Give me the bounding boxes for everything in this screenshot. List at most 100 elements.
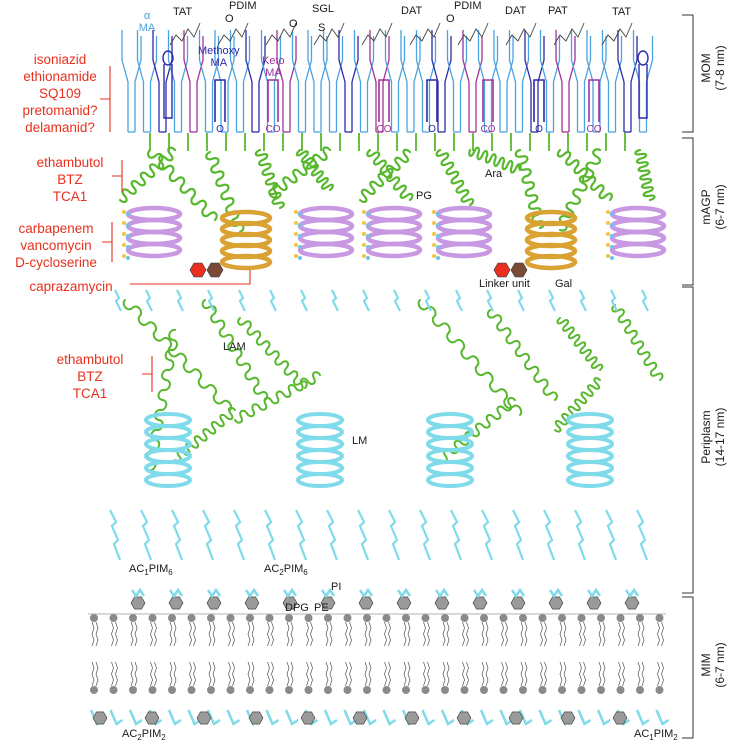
mycolate-mark: O	[428, 124, 436, 135]
ac2pim2-label: AC2PIM2	[122, 728, 166, 742]
mycolate-chain-b	[149, 36, 158, 132]
lipid-tail-lower	[130, 661, 138, 687]
mycolate-chain-b	[273, 36, 282, 132]
highlighted-mycolate	[426, 79, 438, 122]
pi-label: PI	[331, 581, 342, 593]
lam-arabinan-branch	[234, 371, 321, 424]
pi-hexagon	[472, 596, 488, 610]
galactan-coil	[219, 253, 273, 271]
alpha-ma-label: α MA	[136, 10, 158, 34]
lipid-head-upper	[519, 614, 527, 622]
peptide-dot	[436, 223, 440, 227]
mycolate-chain-b	[242, 36, 251, 132]
ac2pim6-ac: AC	[264, 563, 280, 575]
lam-arabinan-branch	[486, 309, 558, 401]
pim-mannose-lower	[226, 709, 241, 726]
mycolate-chain-a	[555, 30, 563, 132]
pim-mannose-upper	[206, 587, 222, 599]
lipid-tail-upper	[208, 621, 216, 647]
peptide-dot	[606, 232, 610, 236]
lipid-tail-upper	[325, 621, 333, 647]
mycolate-chain-a	[183, 30, 191, 132]
lm-label: LM	[352, 435, 368, 447]
arabinan-chain	[358, 148, 412, 204]
mycolate-chain-b	[568, 36, 576, 132]
mycolate-chain-a	[369, 30, 377, 132]
lipid-head-lower	[109, 686, 118, 694]
lipid-tail-lower	[462, 661, 469, 687]
surface-lipid	[169, 22, 201, 46]
mycolate-chain-a	[322, 30, 331, 132]
lipid-tail-lower	[501, 661, 508, 687]
mycolate-chain-b	[211, 36, 220, 132]
pim-mannose-lower	[421, 709, 436, 726]
linker-hex-brown	[510, 262, 528, 278]
lipid-tail-lower	[540, 661, 547, 687]
drug-ethionamide: ethionamide	[23, 69, 97, 84]
pim-mannose-upper	[358, 587, 374, 599]
peptide-dot	[298, 212, 302, 216]
pim-hexagon-lower	[560, 711, 576, 725]
mannan-tail	[295, 509, 308, 561]
mycolate-chain-a	[400, 30, 408, 132]
ac1pim6-sub1: 1	[144, 568, 149, 578]
linker-drug: caprazamycin	[29, 279, 113, 294]
mannan-tail	[140, 509, 153, 561]
highlighted-mycolate	[588, 79, 600, 122]
peptide-dot	[436, 256, 440, 260]
pim-hexagon-lower	[300, 711, 316, 725]
mycolate-chain-b	[227, 36, 235, 132]
mycolate-chain-a	[446, 30, 455, 132]
mannan-tail	[171, 509, 184, 561]
lipid-head-lower	[558, 686, 566, 694]
lipid-tail-lower	[345, 661, 352, 687]
mycolate-chain-a	[384, 30, 393, 132]
drug-btz-2: BTZ	[77, 369, 103, 384]
lipid-tail-lower	[228, 661, 235, 687]
mannan-tail	[202, 509, 215, 561]
layer-bracket	[682, 286, 694, 594]
arabinan-chain	[254, 148, 285, 210]
mannan-tail	[636, 509, 649, 561]
mycolate-chain-b	[428, 36, 437, 132]
lipid-head-lower	[519, 686, 527, 694]
lipid-head-upper	[285, 614, 293, 622]
lipid-tail-upper	[267, 621, 274, 647]
mannan-tip	[176, 289, 184, 312]
mycolate-chain-a	[477, 30, 486, 132]
lipid-head-lower	[90, 686, 98, 694]
ac2pim6-label: AC2PIM6	[264, 563, 308, 577]
layer-bracket	[682, 14, 694, 133]
highlighted-mycolate	[482, 79, 494, 122]
pim-hexagon-lower	[508, 711, 524, 725]
pim-mannose-lower	[538, 709, 553, 726]
highlighted-mycolate	[533, 79, 545, 122]
lipid-tail-upper	[111, 621, 118, 647]
peptide-dot	[122, 221, 126, 225]
mycolate-chain-a	[307, 30, 315, 132]
lipid-head-lower	[285, 686, 293, 694]
lipid-head-upper	[226, 614, 235, 622]
mannan-tail	[109, 509, 122, 561]
surface-lipid	[601, 22, 633, 46]
layer-label-mim: MIM (6-7 nm)	[699, 620, 727, 710]
mom-drug-list: isoniazid ethionamide SQ109 pretomanid? …	[2, 51, 118, 136]
peptide-dot	[432, 243, 436, 247]
pim-mannose-upper	[396, 587, 412, 599]
mannan-coil	[566, 472, 614, 488]
mannan-tip	[424, 289, 432, 312]
lipid-head-lower	[460, 686, 469, 694]
lam-arabinan-branch	[439, 396, 516, 463]
dat-label-1: DAT	[401, 5, 423, 17]
lipid-tail-lower	[325, 661, 333, 687]
drug-isoniazid: isoniazid	[33, 52, 87, 67]
peptidoglycan-coil	[125, 241, 183, 259]
mycolate-chain-b	[382, 36, 390, 132]
mycolate-chain-b	[335, 36, 344, 132]
linker-hex-brown	[206, 262, 224, 278]
highlighted-mycolate	[267, 79, 279, 122]
mycolate-chain-a	[121, 30, 129, 132]
peptide-dot	[122, 254, 126, 258]
ma-body	[638, 64, 648, 119]
mannan-tail	[512, 509, 525, 561]
